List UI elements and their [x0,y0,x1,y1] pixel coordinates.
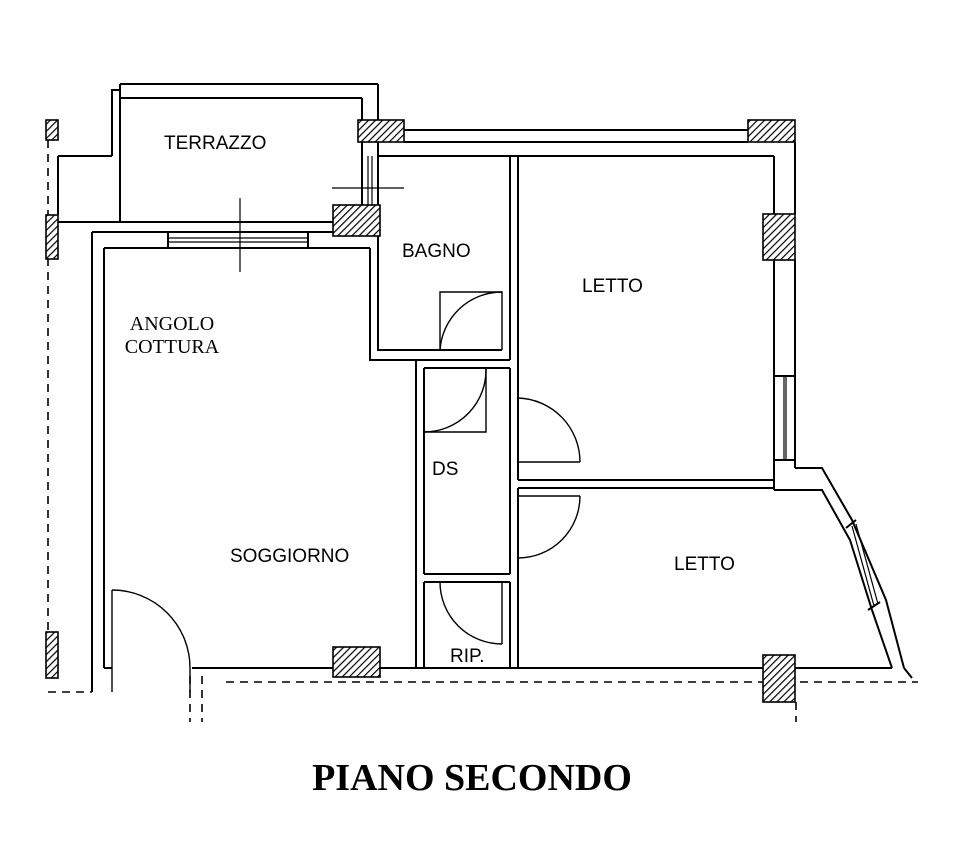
corridor-walls [415,360,774,668]
left-exterior-wall [47,140,112,632]
floor-title: PIANO SECONDO [312,757,632,799]
terrace-walls [111,83,404,222]
room-label-letto-1: LETTO [582,276,643,297]
room-label-rip: RIP. [450,646,485,667]
room-label-terrazzo: TERRAZZO [164,133,266,154]
structural-pillars [45,119,796,703]
room-label-letto-2: LETTO [674,554,735,575]
rip-closet-door [439,581,503,645]
ds-closet-door [423,367,487,433]
room-label-ds: DS [432,459,458,480]
room-label-cottura: COTTURA [125,336,220,358]
bathroom-door [439,291,503,351]
top-wall [378,129,796,214]
entrance-door [111,589,191,692]
terrace-living-wall [58,198,370,272]
bedroom2-door [517,495,581,559]
bedroom1-door [517,397,581,463]
room-label-bagno: BAGNO [402,241,471,262]
bedroom2-angled-wall [774,467,913,679]
room-label-soggiorno: SOGGIORNO [230,546,349,567]
room-label-angolo: ANGOLO [130,313,214,335]
bedroom1-right-wall [773,156,796,490]
